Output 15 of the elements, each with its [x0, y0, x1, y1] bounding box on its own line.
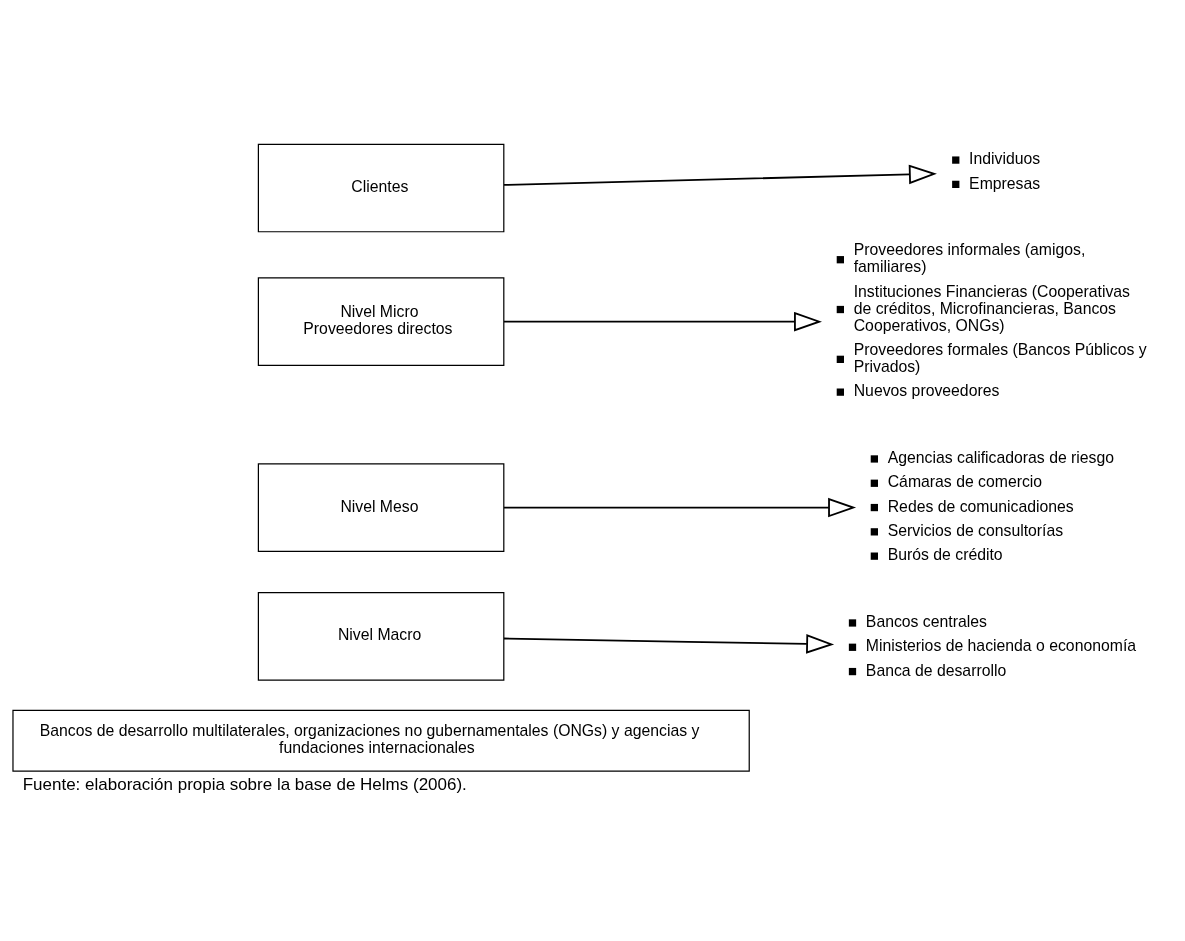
node-label: Empresas [969, 174, 1041, 192]
arrow [503, 634, 835, 654]
caption: Fuente: elaboración propia sobre la base de Helms (2006). [22, 774, 467, 794]
node-text: Bancos centrales Ministerios de hacienda o econonomía Banca de desarrollo [865, 613, 1137, 679]
node-box: Nivel Micro Proveedores directos [257, 277, 505, 366]
node-box: Clientes [257, 143, 505, 233]
arrow [503, 497, 857, 518]
node-box: Bancos de desarrollo multilaterales, organizaciones no gubernamentales (ONGs) y agencias y fundaciones internacionales [12, 709, 750, 772]
node-label: Individuos [969, 150, 1041, 168]
node-text: Agencias calificadoras de riesgo Cámaras de comercio Redes de comunicadiones Servicios de consultorías Burós de crédito [887, 449, 1115, 564]
node-text: Proveedores informales (amigos, familiares) Instituciones Financieras (Cooperativas de créditos, Microfinancieras, Bancos Cooperativos, ONGs) Proveedores formales (Bancos Públicos y Privados) Nuevos proveedores [853, 241, 1147, 400]
node-box: Nivel Macro [257, 592, 505, 681]
node-box: Nivel Meso [257, 463, 505, 552]
arrow [503, 311, 822, 332]
arrow [503, 164, 937, 186]
